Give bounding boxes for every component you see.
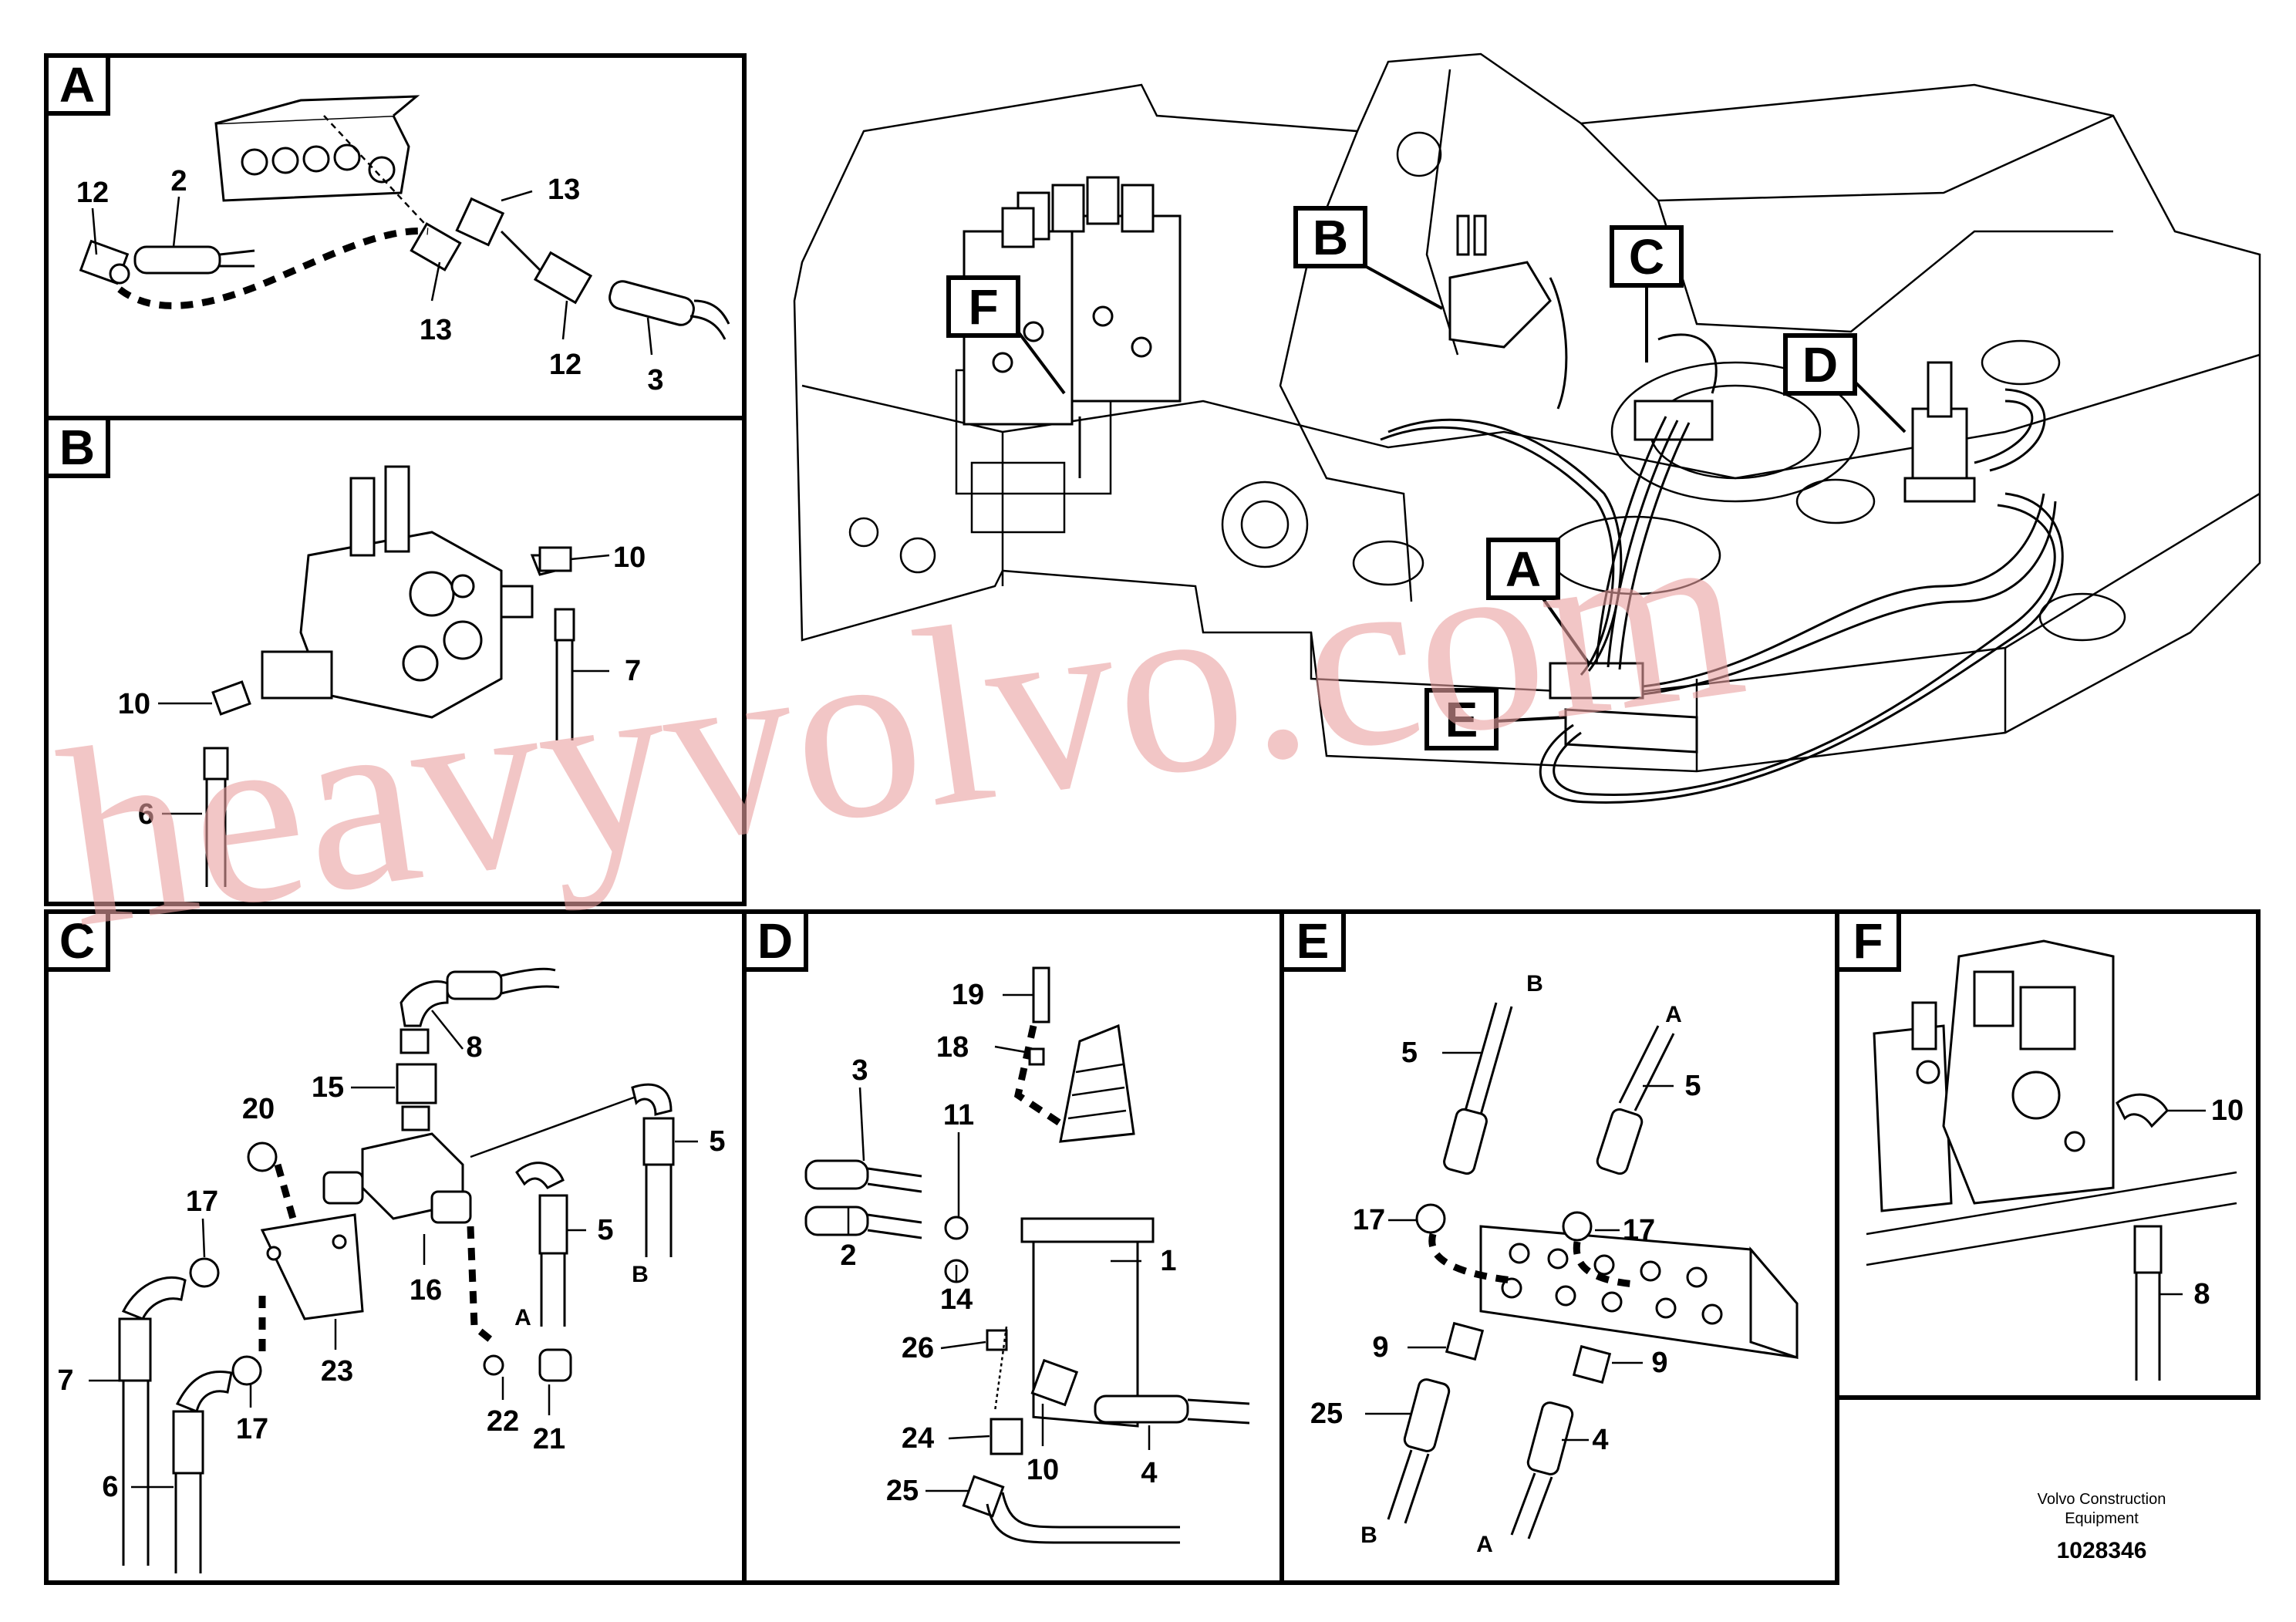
svg-text:10: 10 xyxy=(2211,1094,2244,1127)
svg-text:5: 5 xyxy=(1684,1070,1701,1102)
svg-text:16: 16 xyxy=(410,1274,442,1307)
svg-text:18: 18 xyxy=(936,1031,969,1064)
svg-text:A: A xyxy=(1665,1002,1682,1027)
overview-tag-c: C xyxy=(1610,225,1684,363)
panel-f: F 10 8 xyxy=(1835,909,2261,1400)
svg-text:8: 8 xyxy=(466,1031,482,1064)
panel-e: E 5 5 17 17 9 9 xyxy=(1279,909,1839,1585)
svg-text:C: C xyxy=(1629,229,1664,285)
distribution-block-c xyxy=(1633,400,1714,441)
svg-text:10: 10 xyxy=(1027,1454,1059,1486)
svg-text:2: 2 xyxy=(170,165,187,197)
hose-routing xyxy=(1078,277,2064,804)
svg-text:12: 12 xyxy=(549,349,582,381)
shuttle-valve xyxy=(1448,214,1552,349)
panel-b: B 10 7 10 6 xyxy=(44,416,747,906)
svg-text:F: F xyxy=(968,279,998,335)
svg-text:17: 17 xyxy=(236,1413,268,1445)
svg-text:A: A xyxy=(1476,1532,1493,1557)
svg-text:21: 21 xyxy=(533,1423,565,1455)
svg-text:19: 19 xyxy=(952,979,984,1011)
svg-text:6: 6 xyxy=(138,798,154,831)
overview-tag-d: D xyxy=(1783,333,1907,433)
svg-text:10: 10 xyxy=(118,688,150,720)
svg-text:B: B xyxy=(1313,210,1348,265)
svg-text:E: E xyxy=(1445,692,1478,747)
svg-text:24: 24 xyxy=(902,1422,934,1455)
svg-text:17: 17 xyxy=(1623,1214,1655,1246)
pedal-valve xyxy=(1903,361,1976,503)
bracket-e xyxy=(1564,708,1698,754)
svg-text:6: 6 xyxy=(102,1471,118,1503)
svg-text:14: 14 xyxy=(940,1283,973,1316)
machine-overview: B C F D A E xyxy=(793,52,2261,804)
svg-text:B: B xyxy=(1526,971,1543,996)
svg-text:5: 5 xyxy=(597,1214,613,1246)
overview-tag-e: E xyxy=(1424,688,1566,750)
svg-text:4: 4 xyxy=(1141,1457,1157,1489)
svg-text:11: 11 xyxy=(943,1099,974,1131)
svg-text:13: 13 xyxy=(420,314,452,346)
svg-text:5: 5 xyxy=(709,1125,725,1158)
svg-text:12: 12 xyxy=(76,177,109,209)
panel-e-tag: E xyxy=(1296,913,1330,969)
svg-text:4: 4 xyxy=(1592,1424,1608,1456)
overview-tag-b: B xyxy=(1293,206,1443,310)
svg-text:A: A xyxy=(514,1305,531,1330)
svg-text:8: 8 xyxy=(2193,1278,2210,1310)
svg-text:A: A xyxy=(1505,541,1541,597)
svg-text:15: 15 xyxy=(312,1071,344,1104)
svg-text:26: 26 xyxy=(902,1332,934,1364)
svg-text:B: B xyxy=(1360,1523,1377,1548)
svg-text:9: 9 xyxy=(1651,1347,1667,1379)
svg-text:25: 25 xyxy=(886,1475,919,1507)
panel-f-tag: F xyxy=(1853,913,1883,969)
svg-text:3: 3 xyxy=(851,1054,868,1087)
document-number: 1028346 xyxy=(2057,1538,2147,1563)
svg-text:20: 20 xyxy=(242,1093,275,1125)
svg-text:D: D xyxy=(1802,337,1838,393)
svg-text:10: 10 xyxy=(613,541,646,574)
company-name-2: Equipment xyxy=(2065,1510,2139,1527)
panel-c: C xyxy=(44,909,747,1585)
svg-text:22: 22 xyxy=(487,1405,519,1438)
svg-text:5: 5 xyxy=(1401,1037,1418,1069)
overview-tag-a: A xyxy=(1486,538,1590,665)
panel-d-tag: D xyxy=(757,913,793,969)
svg-text:17: 17 xyxy=(1353,1204,1385,1236)
svg-text:B: B xyxy=(632,1262,649,1287)
svg-text:2: 2 xyxy=(840,1239,856,1272)
panel-a: A 12 2 13 13 12 3 xyxy=(44,53,747,420)
overview-tag-f: F xyxy=(946,275,1066,395)
svg-text:3: 3 xyxy=(647,364,663,396)
svg-text:13: 13 xyxy=(548,174,580,206)
panel-c-tag: C xyxy=(59,913,95,969)
svg-text:25: 25 xyxy=(1310,1398,1343,1430)
svg-text:1: 1 xyxy=(1160,1245,1176,1277)
footer: Volvo Construction Equipment 1028346 xyxy=(2038,1491,2166,1563)
panel-d: D 19 18 3 11 2 14 1 xyxy=(742,909,1284,1585)
svg-text:7: 7 xyxy=(625,655,641,687)
panel-b-tag: B xyxy=(59,420,95,475)
company-name: Volvo Construction xyxy=(2038,1491,2166,1508)
svg-text:17: 17 xyxy=(186,1185,218,1218)
block-a xyxy=(1549,662,1644,700)
svg-text:23: 23 xyxy=(321,1355,353,1388)
svg-text:9: 9 xyxy=(1372,1331,1388,1364)
panel-a-tag: A xyxy=(59,57,95,113)
watermark: heavyvolvo.com xyxy=(46,467,1758,980)
svg-text:7: 7 xyxy=(57,1364,73,1397)
